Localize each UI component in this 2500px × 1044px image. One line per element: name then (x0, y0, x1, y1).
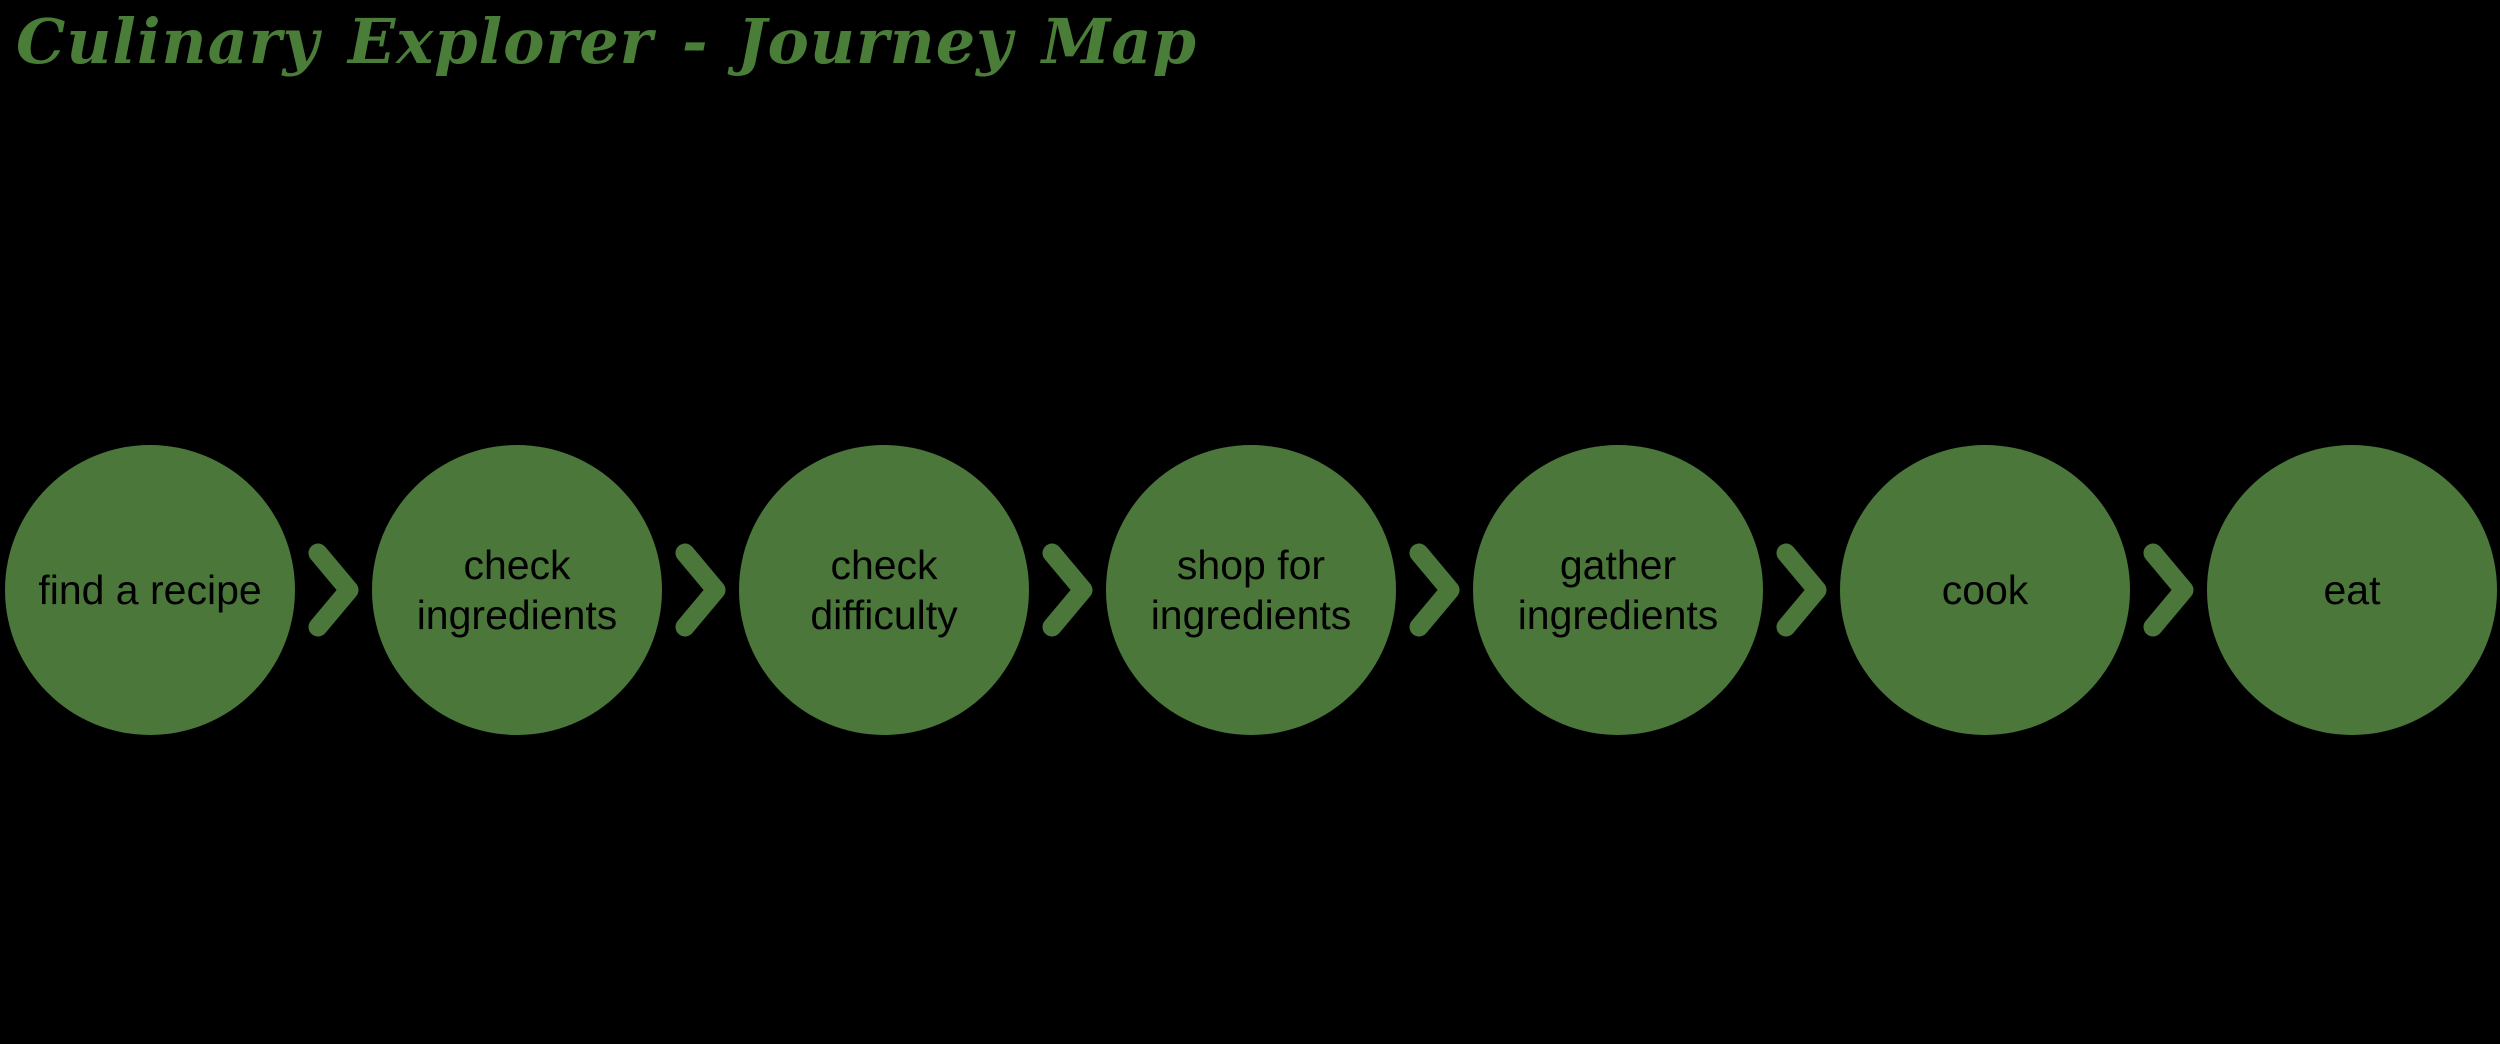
journey-step-label: cook (1941, 566, 2029, 613)
journey-map: find a recipe check ingredients check di… (5, 445, 2497, 735)
journey-step-label: eat (2323, 566, 2381, 613)
journey-step-label: shop for ingredients (1150, 541, 1352, 638)
journey-step-node: shop for ingredients (1106, 445, 1396, 735)
journey-step-label: find a recipe (38, 566, 262, 613)
journey-step-label: check difficulty (810, 541, 958, 638)
chevron-right-icon (2143, 543, 2194, 637)
journey-step-node: find a recipe (5, 445, 295, 735)
journey-step-node: check ingredients (372, 445, 662, 735)
journey-step-node: eat (2207, 445, 2497, 735)
chevron-right-icon (1409, 543, 1460, 637)
page-title: Culinary Explorer - Journey Map (16, 5, 1197, 78)
journey-step-node: check difficulty (739, 445, 1029, 735)
journey-step-node: gather ingredients (1473, 445, 1763, 735)
chevron-right-icon (308, 543, 359, 637)
journey-step-label: check ingredients (416, 541, 618, 638)
journey-step-label: gather ingredients (1517, 541, 1719, 638)
journey-step-node: cook (1840, 445, 2130, 735)
chevron-right-icon (1776, 543, 1827, 637)
chevron-right-icon (1042, 543, 1093, 637)
chevron-right-icon (675, 543, 726, 637)
